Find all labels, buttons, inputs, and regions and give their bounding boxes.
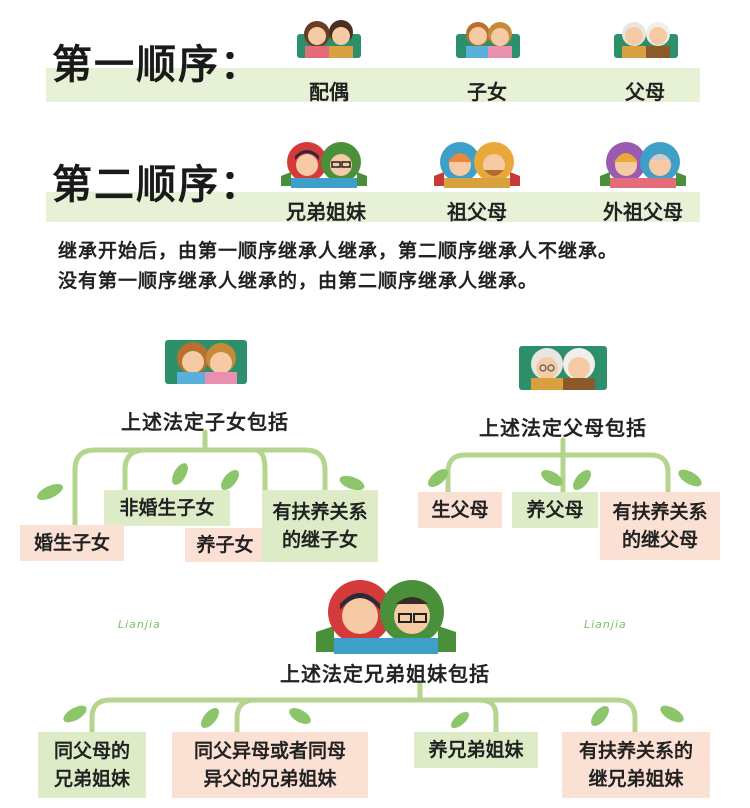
children-item-nonmarital: 非婚生子女 xyxy=(104,490,230,526)
parents-item-stepparents: 有扶养关系 的继父母 xyxy=(600,492,720,560)
leaf-decorations xyxy=(37,463,702,729)
siblings-branches xyxy=(89,680,638,735)
children-icon xyxy=(456,22,520,58)
elderly-parents-icon xyxy=(614,22,678,58)
leaf-icon xyxy=(289,708,311,724)
leaf-icon xyxy=(37,483,63,501)
order2-band xyxy=(46,192,700,222)
couple-icon xyxy=(297,20,361,58)
watermark-left: Lianjia xyxy=(118,618,161,631)
children-icon xyxy=(165,340,247,384)
description-line2: 没有第一顺序继承人继承的，由第二顺序继承人继承。 xyxy=(58,270,539,292)
leaf-icon xyxy=(678,469,702,487)
watermark-right: Lianjia xyxy=(584,618,627,631)
parents-item-biological: 生父母 xyxy=(418,492,502,528)
children-item-marital: 婚生子女 xyxy=(20,525,124,561)
parents-item-adoptive: 养父母 xyxy=(512,492,598,528)
siblings-icon xyxy=(281,142,367,188)
leaf-icon xyxy=(339,475,365,491)
description-line1: 继承开始后，由第一顺序继承人继承，第二顺序继承人不继承。 xyxy=(58,240,619,262)
maternal-grandparents-icon xyxy=(600,142,686,188)
siblings-section-title: 上述法定兄弟姐妹包括 xyxy=(280,662,490,686)
elderly-parents-icon xyxy=(519,346,607,390)
leaf-icon xyxy=(541,470,563,486)
order1-title: 第一顺序： xyxy=(52,42,262,88)
parents-branches xyxy=(445,437,671,495)
leaf-icon xyxy=(172,463,188,485)
leaf-icon xyxy=(450,711,470,729)
parents-section-title: 上述法定父母包括 xyxy=(479,416,647,440)
siblings-item-step: 有扶养关系的 继兄弟姐妹 xyxy=(562,732,710,798)
leaf-icon xyxy=(63,705,87,723)
leaf-icon xyxy=(660,705,684,723)
leaf-icon xyxy=(573,470,591,490)
leaf-icon xyxy=(428,469,448,487)
order1-heir-children: 子女 xyxy=(467,80,507,104)
children-section-title: 上述法定子女包括 xyxy=(121,410,289,434)
children-branches xyxy=(72,429,328,531)
siblings-icon xyxy=(316,580,456,654)
siblings-item-adoptive: 养兄弟姐妹 xyxy=(414,732,538,768)
order2-heir-siblings: 兄弟姐妹 xyxy=(286,200,366,224)
siblings-item-half: 同父异母或者同母 异父的兄弟姐妹 xyxy=(172,732,368,798)
order2-title: 第二顺序： xyxy=(52,162,262,208)
children-item-stepchildren: 有扶养关系 的继子女 xyxy=(262,490,378,562)
order1-heir-parents: 父母 xyxy=(625,80,665,104)
leaf-icon xyxy=(201,708,219,728)
order2-heir-maternal-grandparents: 外祖父母 xyxy=(603,200,683,224)
leaf-icon xyxy=(221,470,239,490)
order1-heir-spouse: 配偶 xyxy=(309,80,349,104)
siblings-item-full: 同父母的 兄弟姐妹 xyxy=(38,732,146,798)
order2-heir-grandparents: 祖父母 xyxy=(447,200,507,224)
grandparents-icon xyxy=(434,142,520,188)
leaf-icon xyxy=(591,706,609,726)
children-item-adopted: 养子女 xyxy=(185,528,265,562)
order1-band xyxy=(46,68,700,102)
